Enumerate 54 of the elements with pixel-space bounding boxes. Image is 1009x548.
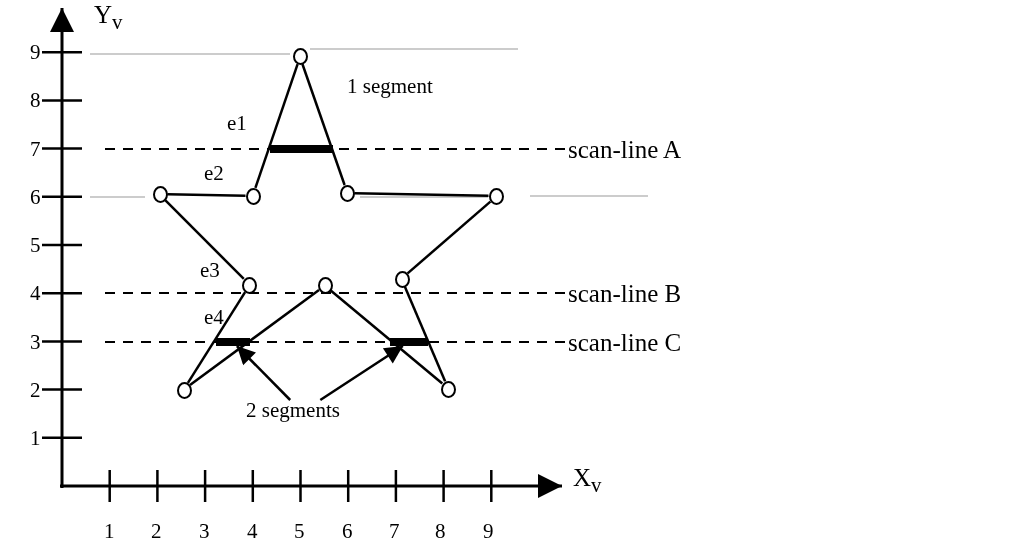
filled-segment-bar xyxy=(390,338,428,346)
callout-text: 2 segments xyxy=(246,400,340,421)
polygon-edge-line xyxy=(301,63,346,186)
label-text: 2 xyxy=(30,380,41,401)
label-text: 1 xyxy=(104,521,115,542)
label-text: 3 xyxy=(30,332,41,353)
label-text: 8 xyxy=(30,90,41,111)
vertex-circle xyxy=(292,47,308,65)
label-text: 4 xyxy=(247,521,258,542)
polygon-edge-line xyxy=(354,191,489,198)
vertex-circle xyxy=(152,185,168,203)
annotation-label: scan-line A xyxy=(568,137,682,162)
vertex-circle xyxy=(394,270,410,288)
label-text: 3 xyxy=(199,521,210,542)
vertex-circle xyxy=(176,381,192,399)
annotation-label: scan-line B xyxy=(568,281,682,306)
vertex-circle xyxy=(440,380,456,398)
polygon-edge-line xyxy=(164,199,245,280)
polygon-edge-line xyxy=(403,286,447,382)
polygon-edge-line xyxy=(167,192,246,198)
label-text: 7 xyxy=(389,521,400,542)
filled-segment-bar xyxy=(216,338,250,346)
label-text: 9 xyxy=(483,521,494,542)
annotation-label: X$_{v}$ xyxy=(573,465,602,496)
label-text: 1 xyxy=(30,428,41,449)
label-text: e2 xyxy=(204,163,224,184)
label-text: 6 xyxy=(342,521,353,542)
label-text: e4 xyxy=(204,307,224,328)
vertex-circle xyxy=(488,187,504,205)
vertex-circle xyxy=(317,276,333,294)
label-text: 9 xyxy=(30,42,41,63)
vertex-circle xyxy=(241,276,257,294)
label-text: 6 xyxy=(30,187,41,208)
label-text: 8 xyxy=(435,521,446,542)
polygon-edge-line xyxy=(186,291,247,384)
label-text: 2 xyxy=(151,521,162,542)
label-text: e3 xyxy=(200,260,220,281)
polygon-edge-line xyxy=(189,289,320,386)
arrow xyxy=(236,345,292,401)
annotation-label: Y$_{v}$ xyxy=(94,2,123,33)
polygon-edge-line xyxy=(254,63,299,189)
label-text: 5 xyxy=(30,235,41,256)
arrow xyxy=(319,344,404,402)
polygon-edge-line xyxy=(406,200,492,275)
annotation-label: scan-line C xyxy=(568,330,682,355)
label-text: 4 xyxy=(30,283,41,304)
label-text: 1 segment xyxy=(347,76,433,97)
label-text: 5 xyxy=(294,521,305,542)
label-text: 7 xyxy=(30,139,41,160)
filled-segment-bar xyxy=(269,145,333,153)
label-text: e1 xyxy=(227,113,247,134)
vertex-circle xyxy=(245,187,261,205)
polygon-edge-line xyxy=(329,289,444,385)
vertex-circle xyxy=(339,184,355,202)
